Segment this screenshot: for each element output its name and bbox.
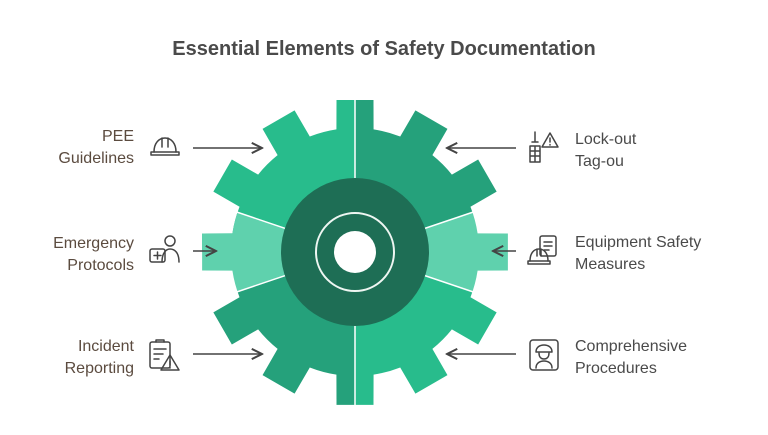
helmet-checklist-icon [527, 235, 557, 265]
label-pee: PEE Guidelines [58, 126, 134, 170]
label-procedures-line1: Comprehensive [575, 338, 688, 355]
label-incident-line1: Incident [77, 338, 134, 355]
label-incident: Incident Reporting [65, 336, 134, 380]
label-lockout-line1: Lock-out [575, 131, 637, 148]
label-equipment: Equipment Safety Measures [575, 232, 701, 276]
gear-inner-ring [315, 212, 395, 292]
gear-hole [334, 231, 376, 273]
label-emergency: Emergency Protocols [53, 233, 134, 277]
crane-warning-icon [529, 131, 559, 163]
gear-sector-right [355, 200, 508, 304]
label-procedures-line2: Procedures [575, 360, 657, 377]
label-lockout: Lock-out Tag-ou [575, 129, 636, 173]
label-equipment-line1: Equipment Safety [575, 234, 702, 251]
label-lockout-line2: Tag-ou [575, 153, 624, 170]
diagram-title: Essential Elements of Safety Documentati… [172, 38, 596, 60]
first-aid-person-icon [149, 235, 180, 263]
label-emergency-line2: Protocols [67, 257, 134, 274]
worker-badge-icon [529, 339, 559, 371]
label-pee-line2: Guidelines [58, 150, 134, 167]
hard-hat-icon [150, 137, 180, 156]
label-incident-line2: Reporting [64, 360, 134, 377]
label-equipment-line2: Measures [575, 256, 646, 273]
report-warning-icon [149, 339, 180, 371]
label-emergency-line1: Emergency [53, 235, 134, 252]
label-procedures: Comprehensive Procedures [575, 336, 687, 380]
gear-sector-left [202, 200, 355, 304]
label-pee-line1: PEE [101, 128, 134, 145]
